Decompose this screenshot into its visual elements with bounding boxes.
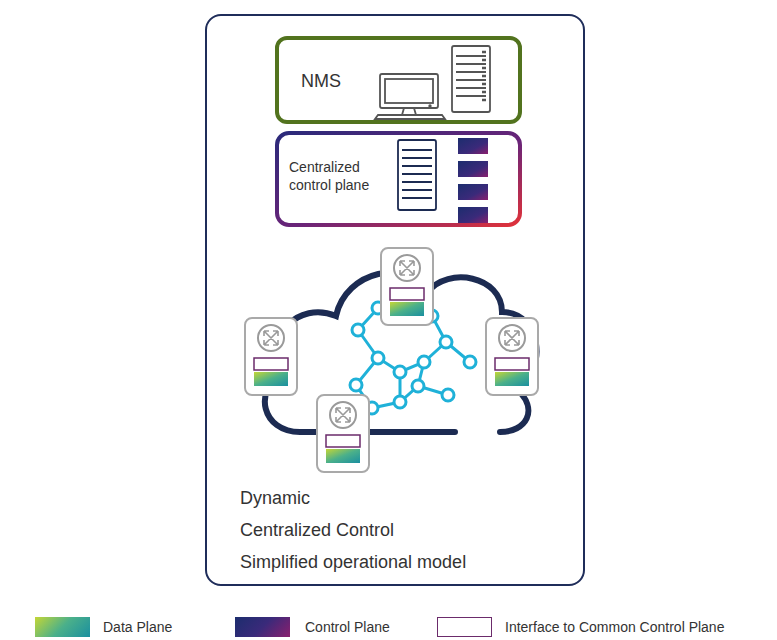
outline-swatch <box>437 617 492 637</box>
legend-label: Control Plane <box>305 618 390 636</box>
legend-label: Interface to Common Control Plane <box>505 618 724 636</box>
text-group: DynamicCentralized ControlSimplified ope… <box>240 482 560 578</box>
node-label: Simplified operational model <box>240 546 560 578</box>
router-icon <box>245 248 538 472</box>
text-group: Centralized control plane <box>289 158 389 194</box>
nms-box: NMS <box>275 36 522 124</box>
legend-label: Data Plane <box>103 618 172 636</box>
node-label: Centralized control plane <box>289 158 389 194</box>
network-domain-box: DynamicCentralized ControlSimplified ope… <box>205 14 585 586</box>
color-swatch <box>35 617 90 637</box>
control-plane-blocks <box>458 138 488 223</box>
control-plane-box: Centralized control plane <box>275 131 522 227</box>
node-label: Centralized Control <box>240 514 560 546</box>
computer-icon <box>375 74 445 119</box>
color-swatch <box>235 617 290 637</box>
server-icon <box>398 140 436 210</box>
node-label: Dynamic <box>240 482 560 514</box>
server-icon <box>452 46 490 112</box>
text-group: NMS <box>301 70 391 92</box>
node-label: NMS <box>301 70 391 92</box>
